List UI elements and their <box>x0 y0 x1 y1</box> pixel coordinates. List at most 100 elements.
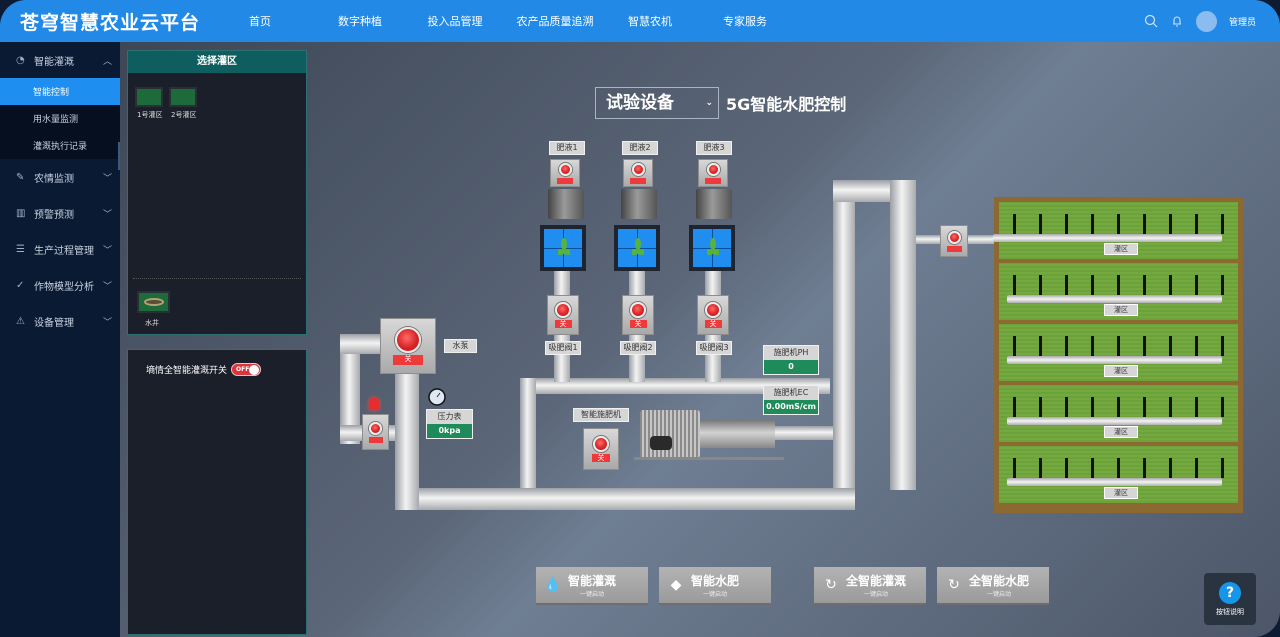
sprinkler-icon <box>1195 275 1198 295</box>
main-area: 选择灌区 1号灌区 2号灌区 水井 墒情全智能灌溉开关 OFF 试验设备 ⌄ 5… <box>120 42 1280 637</box>
sprinkler-icon <box>1117 214 1120 234</box>
drops-icon: 💧 <box>544 577 562 593</box>
action-label: 智能水肥 <box>691 574 740 588</box>
plant-icon <box>558 238 570 255</box>
fert-valve-1[interactable] <box>550 159 580 187</box>
field-pipe <box>1007 417 1222 425</box>
toggle-label: 墒情全智能灌溉开关 <box>146 366 228 376</box>
zone-tile-2[interactable] <box>169 87 197 107</box>
app-logo: 苍穹智慧农业云平台 <box>20 11 201 34</box>
top-header: 苍穹智慧农业云平台 首页 数字种植 投入品管理 农产品质量追溯 智慧农机 专家服… <box>0 0 1280 42</box>
fertilizer-machine-switch[interactable]: 关 <box>583 428 619 470</box>
pipe <box>340 334 380 354</box>
inlet-valve[interactable] <box>362 414 389 450</box>
pipe <box>890 180 916 490</box>
sidebar-scrollbar[interactable] <box>118 142 120 170</box>
field-zone-label: 灌区 <box>1104 243 1138 255</box>
sidebar-item-crop-model[interactable]: ✓ 作物模型分析 ﹀ <box>0 267 120 303</box>
sidebar-subitem-irrigation-records[interactable]: 灌溉执行记录 <box>33 142 88 152</box>
sidebar-item-device[interactable]: ⚠ 设备管理 ﹀ <box>0 303 120 339</box>
suction-valve-3[interactable]: 关 <box>697 295 729 335</box>
sprinkler-icon <box>1039 275 1042 295</box>
action-sub: 一键启动 <box>864 591 889 598</box>
action-sub: 一键启动 <box>987 591 1012 598</box>
water-pump[interactable]: 关 <box>380 318 436 374</box>
switch-state: OFF <box>236 366 250 373</box>
sprinkler-icon <box>1195 214 1198 234</box>
well-icon <box>143 298 164 306</box>
avatar[interactable] <box>1195 10 1217 32</box>
nav-expert-service[interactable]: 专家服务 <box>723 15 767 28</box>
action-label: 全智能灌溉 <box>846 574 907 588</box>
nav-traceability[interactable]: 农产品质量追溯 <box>516 15 594 28</box>
ph-meter: 施肥机PH 0 <box>763 345 819 375</box>
chevron-down-icon: ﹀ <box>102 209 112 220</box>
smart-irrigation-toggle-row: 墒情全智能灌溉开关 OFF <box>146 363 262 376</box>
smart-irrigation-button[interactable]: 💧 智能灌溉一键启动 <box>536 567 648 605</box>
nav-home[interactable]: 首页 <box>249 15 271 28</box>
device-select[interactable]: 试验设备 ⌄ <box>595 87 719 119</box>
search-icon[interactable] <box>1144 14 1158 28</box>
help-label: 按钮说明 <box>1216 607 1244 616</box>
valve-state-indicator <box>946 245 962 252</box>
pipe <box>340 334 360 444</box>
zone-label-1: 1号灌区 <box>137 111 163 119</box>
bell-icon[interactable] <box>1170 14 1184 28</box>
nav-input-management[interactable]: 投入品管理 <box>427 15 483 28</box>
field-row: 灌区 <box>999 385 1238 442</box>
nav-smart-machinery[interactable]: 智慧农机 <box>628 15 672 28</box>
zone-tile-1[interactable] <box>135 87 163 107</box>
sprinkler-icon <box>1065 214 1068 234</box>
columns-icon: ▥ <box>16 207 26 219</box>
sidebar-subitem-smart-control[interactable]: 智能控制 <box>0 78 120 105</box>
pressure-label: 压力表 <box>437 412 462 421</box>
help-button[interactable]: ? 按钮说明 <box>1204 573 1256 625</box>
outlet-valve[interactable] <box>940 225 968 257</box>
switch-panel: 墒情全智能灌溉开关 OFF <box>127 349 307 635</box>
sidebar-item-warning[interactable]: ▥ 预警预测 ﹀ <box>0 195 120 231</box>
full-smart-fertigation-button[interactable]: ↻ 全智能水肥一键启动 <box>937 567 1049 605</box>
sidebar-item-smart-irrigation[interactable]: ◔ 智能灌溉 ︿ <box>0 42 120 78</box>
sidebar-item-label: 生产过程管理 <box>34 245 94 257</box>
sidebar-subitem-water-usage[interactable]: 用水量监测 <box>33 115 79 125</box>
sidebar-item-crop-monitoring[interactable]: ✎ 农情监测 ﹀ <box>0 159 120 195</box>
check-circle-icon: ✓ <box>16 279 25 291</box>
chevron-down-icon: ﹀ <box>102 281 112 292</box>
sprinkler-icon <box>1195 458 1198 478</box>
irrigation-switch[interactable]: OFF <box>231 363 262 376</box>
suction-valve-2[interactable]: 关 <box>622 295 654 335</box>
sprinkler-icon <box>1013 214 1016 234</box>
user-name[interactable]: 管理员 <box>1228 17 1256 28</box>
fert-valve-3[interactable] <box>698 159 728 187</box>
question-icon: ? <box>1219 581 1241 604</box>
zone-panel: 选择灌区 1号灌区 2号灌区 水井 <box>127 50 307 335</box>
sprinkler-icon <box>1091 275 1094 295</box>
valve-button <box>947 230 961 244</box>
smart-fertigation-button[interactable]: ◆ 智能水肥一键启动 <box>659 567 771 605</box>
nav-digital-planting[interactable]: 数字种植 <box>338 15 382 28</box>
chevron-down-icon: ﹀ <box>102 245 112 256</box>
sprinkler-icon <box>1117 336 1120 356</box>
valve-button <box>705 302 721 318</box>
fert-valve-2[interactable] <box>623 159 653 187</box>
pressure-meter: 压力表 0kpa <box>426 409 473 439</box>
sprinkler-icon <box>1013 336 1016 356</box>
suction-valve-label-3: 吸肥阀3 <box>696 341 732 355</box>
valve-state: 关 <box>704 320 722 328</box>
field-row: 灌区 <box>999 446 1238 503</box>
valve-state-indicator <box>557 177 573 184</box>
sidebar-item-label: 作物模型分析 <box>34 281 94 293</box>
sprinkler-icon <box>1039 458 1042 478</box>
warning-icon: ⚠ <box>16 315 25 327</box>
well-tile[interactable] <box>137 291 170 313</box>
sprinkler-icon <box>1091 397 1094 417</box>
mixing-tank-2 <box>614 225 660 271</box>
sprinkler-icon <box>1091 336 1094 356</box>
sidebar-item-production[interactable]: ☰ 生产过程管理 ﹀ <box>0 231 120 267</box>
suction-valve-1[interactable]: 关 <box>547 295 579 335</box>
sprinkler-icon <box>1013 458 1016 478</box>
valve-button <box>631 162 645 176</box>
full-smart-irrigation-button[interactable]: ↻ 全智能灌溉一键启动 <box>814 567 926 605</box>
suction-valve-label-2: 吸肥阀2 <box>620 341 656 355</box>
